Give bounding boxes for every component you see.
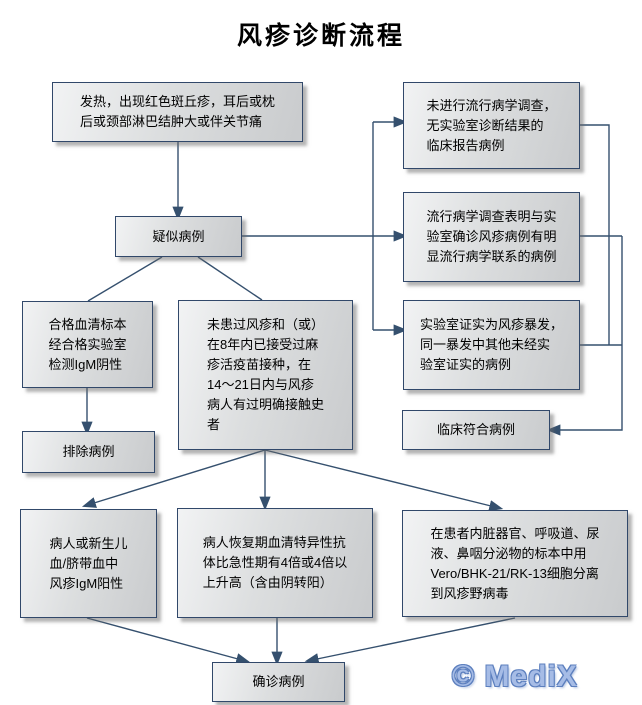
- node-clinical-compatible-label: 临床符合病例: [436, 422, 515, 437]
- node-confirmed-case: 确诊病例: [212, 662, 345, 702]
- flowchart-title: 风疹诊断流程: [236, 23, 405, 50]
- node-symptoms: 发热，出现红色斑丘疹，耳后或枕 后或颈部淋巴结肿大或伴关节痛: [52, 82, 303, 142]
- node-clinical-compatible-case: 临床符合病例: [402, 410, 550, 450]
- node-suspected-case: 疑似病例: [115, 216, 242, 257]
- connector-igm-positive-to-confirmed: [86, 617, 251, 665]
- node-no-epi-survey-case: 未进行流行病学调查， 无实验室诊断结果的 临床报告病例: [403, 82, 580, 169]
- node-symptoms-label: 发热，出现红色斑丘疹，耳后或枕 后或颈部淋巴结肿大或伴关节痛: [79, 94, 275, 129]
- node-igm-positive: 病人或新生儿 血/脐带血中 风疹IgM阳性: [20, 509, 157, 618]
- node-igm-negative-label: 合格血清标本 经合格实验室 检测IgM阴性: [48, 316, 127, 372]
- node-igm-positive-label: 病人或新生儿 血/脐带血中 风疹IgM阳性: [49, 535, 128, 591]
- node-igm-negative: 合格血清标本 经合格实验室 检测IgM阴性: [22, 301, 153, 388]
- connector-suspected-to-exposure: [197, 256, 263, 301]
- node-excluded-case: 排除病例: [22, 431, 155, 473]
- node-no-epi-survey-label: 未进行流行病学调查， 无实验室诊断结果的 临床报告病例: [426, 97, 557, 153]
- node-excluded-label: 排除病例: [62, 444, 115, 459]
- node-titer-rise: 病人恢复期血清特异性抗 体比急性期有4倍或4倍以 上升高（含由阴转阳）: [177, 508, 373, 618]
- connector-suspected-to-igm-negative: [87, 256, 163, 302]
- node-epi-linked-label: 流行病学调查表明与实 验室确诊风疹病例有明 显流行病学联系的病例: [426, 209, 557, 264]
- node-titer-rise-label: 病人恢复期血清特异性抗 体比急性期有4倍或4倍以 上升高（含由阴转阳）: [202, 535, 348, 590]
- node-virus-isolation-label: 在患者内脏器官、呼吸道、尿 液、鼻咽分泌物的标本中用 Vero/BHK-21/R…: [430, 525, 600, 601]
- node-outbreak-label: 实验室证实为风疹暴发， 同一暴发中其他未经实 验室证实的病例: [419, 317, 563, 372]
- connector-no-survey-right-bus: [580, 124, 610, 345]
- node-suspected-label: 疑似病例: [152, 228, 205, 244]
- node-virus-isolation: 在患者内脏器官、呼吸道、尿 液、鼻咽分泌物的标本中用 Vero/BHK-21/R…: [402, 510, 628, 617]
- medix-watermark: © MediX: [452, 660, 578, 693]
- connector-virus-isolation-to-confirmed: [304, 617, 516, 665]
- node-exposure-history: 未患过风疹和（或） 在8年内已接受过麻 疹活疫苗接种，在 14～21日内与风疹 …: [178, 300, 353, 450]
- node-outbreak-case: 实验室证实为风疹暴发， 同一暴发中其他未经实 验室证实的病例: [403, 300, 580, 390]
- node-exposure-history-label: 未患过风疹和（或） 在8年内已接受过麻 疹活疫苗接种，在 14～21日内与风疹 …: [206, 317, 324, 432]
- node-epi-linked-case: 流行病学调查表明与实 验室确诊风疹病例有明 显流行病学联系的病例: [403, 192, 580, 282]
- connector-exposure-to-virus-isolation: [264, 449, 504, 512]
- node-confirmed-label: 确诊病例: [252, 674, 305, 689]
